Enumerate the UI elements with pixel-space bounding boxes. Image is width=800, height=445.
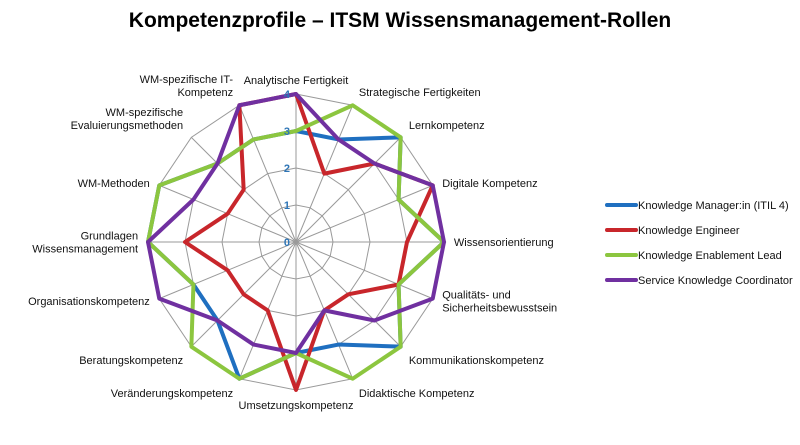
axis-label: Veränderungskompetenz [111, 388, 233, 400]
grid-spoke [295, 241, 433, 300]
tick-labels: 0 1 2 3 4 [284, 89, 291, 249]
tick-label: 1 [284, 200, 290, 212]
tick-label: 2 [284, 163, 290, 175]
axis-label: Umsetzungskompetenz [239, 400, 354, 412]
axis-label: Digitale Kompetenz [442, 178, 537, 190]
axis-label: WM-Methoden [78, 178, 150, 190]
axis-label: Didaktische Kompetenz [359, 388, 475, 400]
legend: Knowledge Manager:in (ITIL 4) Knowledge E… [605, 200, 793, 287]
axis-label: Wissensorientierung [454, 237, 554, 249]
axis-label: WM-spezifische IT-Kompetenz [140, 74, 234, 99]
legend-label: Knowledge Engineer [638, 225, 740, 237]
axis-label: Kommunikationskompetenz [409, 355, 544, 367]
grid-spoke [238, 105, 297, 243]
tick-label: 4 [284, 89, 291, 101]
chart-title: Kompetenzprofile – ITSM Wissensmanagemen… [129, 9, 671, 32]
axis-label: Organisationskompetenz [28, 296, 150, 308]
axis-label: Beratungskompetenz [79, 355, 183, 367]
series-line-3 [146, 92, 446, 355]
legend-label: Service Knowledge Coordinator [638, 275, 793, 287]
series-layer [146, 92, 446, 392]
grid-spoke [295, 136, 402, 243]
axis-label: Strategische Fertigkeiten [359, 87, 481, 99]
axis-label: Lernkompetenz [409, 120, 485, 132]
tick-label: 0 [284, 237, 290, 249]
tick-label: 3 [284, 126, 290, 138]
axis-label: Analytische Fertigkeit [244, 75, 349, 87]
grid-spoke [295, 184, 433, 243]
legend-label: Knowledge Enablement Lead [638, 250, 782, 262]
legend-label: Knowledge Manager:in (ITIL 4) [638, 200, 789, 212]
